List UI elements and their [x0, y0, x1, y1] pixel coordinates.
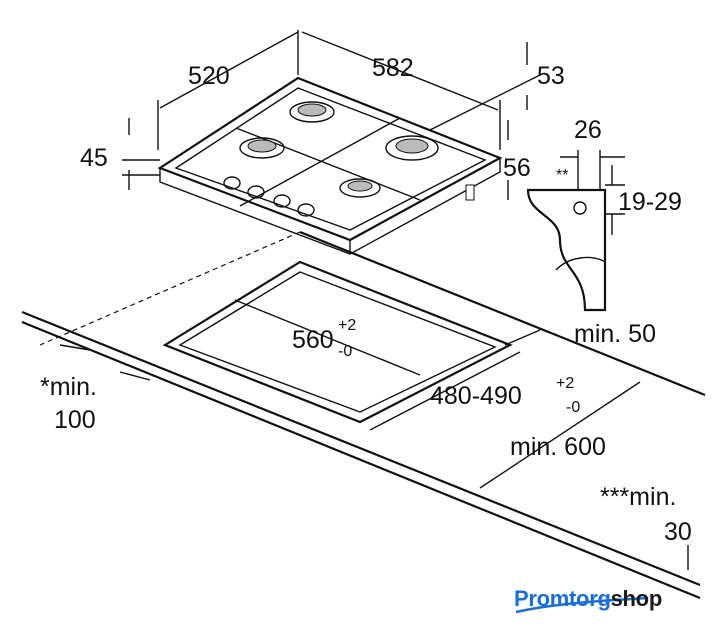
cutout-depth-label: 480-490 +2 -0: [430, 375, 580, 416]
control-knobs-icon: [223, 176, 315, 217]
depth-label: 582: [372, 54, 414, 82]
min-30-label-line1: ***min.: [600, 483, 676, 511]
cutout: [162, 260, 513, 424]
dim-53-label: 53: [537, 62, 565, 90]
double-star-label: **: [556, 167, 568, 184]
svg-text:-0: -0: [338, 343, 352, 360]
dimension-lines: [59, 30, 689, 570]
height-label: 45: [80, 144, 108, 172]
countertop: [21, 230, 706, 600]
burner-left-icon: [239, 137, 285, 159]
burner-rear-left-icon: [289, 101, 335, 123]
svg-text:+2: +2: [556, 375, 574, 392]
promtorgshop-logo: Promtorgshop: [514, 586, 662, 611]
dim-26-label: 26: [574, 116, 602, 144]
logo-swoosh: [515, 596, 648, 614]
dim-56-label: 56: [503, 154, 531, 182]
dim-19-29-label: 19-29: [618, 188, 682, 216]
burner-wok-icon: [385, 135, 439, 161]
min-600-label: min. 600: [510, 433, 606, 461]
svg-text:480-490: 480-490: [430, 382, 522, 410]
min-100-label-line2: 100: [54, 406, 96, 434]
svg-text:-0: -0: [566, 399, 580, 416]
min-50-label: min. 50: [574, 320, 656, 348]
min-100-label-line1: *min.: [40, 373, 97, 401]
clamp-detail: [526, 150, 625, 312]
hob: [157, 76, 503, 255]
burner-front-icon: [339, 178, 381, 198]
width-label: 520: [188, 62, 230, 90]
cutout-width-label: 560 +2 -0: [292, 317, 356, 360]
svg-text:560: 560: [292, 326, 334, 354]
svg-text:+2: +2: [338, 317, 356, 334]
min-30-label-line2: 30: [664, 518, 692, 546]
